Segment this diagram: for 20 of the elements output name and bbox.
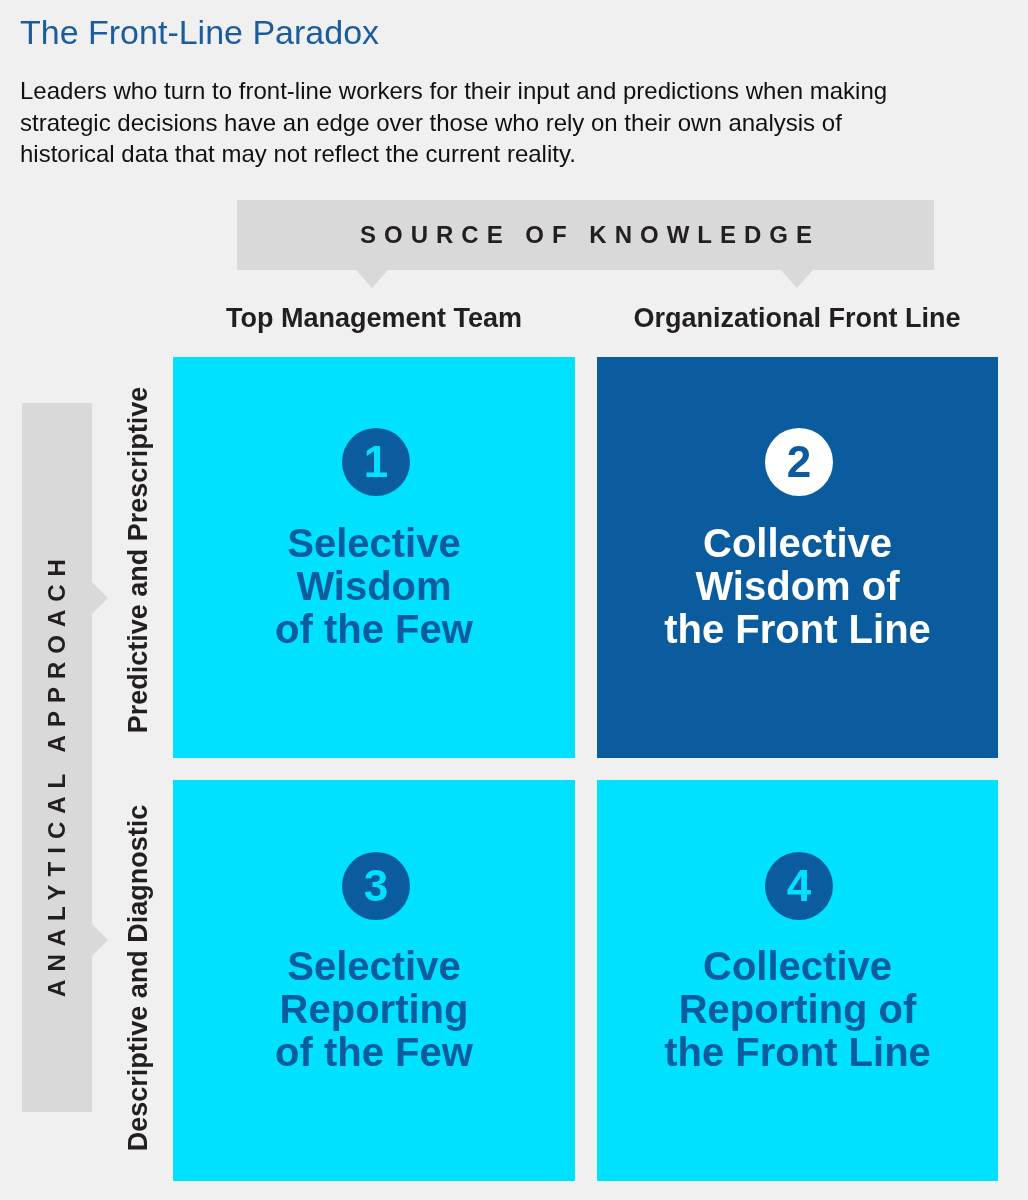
quadrant-title: Collective Wisdom of the Front Line <box>663 522 932 651</box>
row-header: Descriptive and Diagnostic <box>122 804 154 1152</box>
number-circle: 2 <box>765 428 833 496</box>
axis-title: ANALYTICAL APPROACH <box>43 551 71 997</box>
column-header: Top Management Team <box>226 302 522 334</box>
quadrant-tile <box>597 357 998 758</box>
number-circle: 3 <box>342 852 410 920</box>
number-circle: 4 <box>765 852 833 920</box>
column-header: Organizational Front Line <box>633 302 961 334</box>
quadrant-tile <box>173 780 575 1181</box>
row-header: Predictive and Prescriptive <box>122 386 154 734</box>
quadrant-title: Selective Wisdom of the Few <box>274 522 474 651</box>
caption: Leaders who turn to front-line workers for their input and predictions when making strategic decisions have an edge over those who rely on their own analysis of historical data that may not reflect the current reality. <box>20 76 889 169</box>
axis-title: SOURCE OF KNOWLEDGE <box>360 221 820 249</box>
title: The Front-Line Paradox <box>20 12 380 52</box>
quadrant-title: Collective Reporting of the Front Line <box>663 945 932 1074</box>
number-circle: 1 <box>342 428 410 496</box>
quadrant-tile <box>173 357 575 758</box>
quadrant-tile <box>597 780 998 1181</box>
quadrant-title: Selective Reporting of the Few <box>274 945 474 1074</box>
